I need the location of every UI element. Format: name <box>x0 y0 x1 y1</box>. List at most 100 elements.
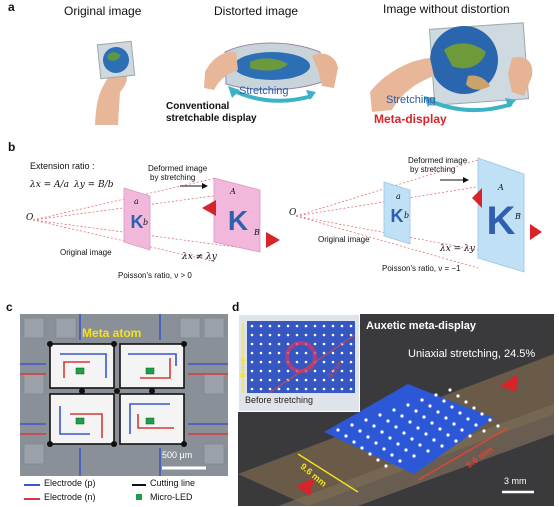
hand-2-right <box>312 53 338 88</box>
inset-led-dot <box>259 351 263 355</box>
inset-led-dot <box>340 387 344 391</box>
inset-led-dot <box>286 324 290 328</box>
poisson-left: Poisson's ratio, ν > 0 <box>118 271 192 280</box>
legend-c: Electrode (p) Electrode (n) Cutting line… <box>20 478 230 506</box>
meta-atom-micrograph: Meta atom 500 μm <box>20 314 228 476</box>
inset-led-dot <box>268 333 272 337</box>
stretch-arrow-2 <box>427 98 513 113</box>
deformed-label-2a: Deformed image <box>408 156 468 165</box>
red-arrow-right <box>530 224 542 240</box>
scale-bar-d-label: 3 mm <box>504 476 527 486</box>
stretching-label-2: Stretching <box>386 94 436 106</box>
inset-led-dot <box>349 387 353 391</box>
led-dot <box>452 422 456 426</box>
led-dot <box>424 432 428 436</box>
led-dot <box>442 399 446 403</box>
led-dot <box>434 393 438 397</box>
hand-1 <box>95 70 127 125</box>
auxetic-display-photo: Before stretching 8 mm 8 mm Auxetic meta… <box>238 314 554 506</box>
led-dot <box>400 414 404 418</box>
led-dot <box>378 413 382 417</box>
poisson-right: Poisson's ratio, ν = −1 <box>382 264 461 273</box>
inset-led-dot <box>259 342 263 346</box>
dim-b-left: b <box>143 218 149 227</box>
led-dot <box>384 464 388 468</box>
stretching-label-1: Stretching <box>239 85 289 97</box>
panel-b: b Extension ratio : λx = A/a λy = B/b De… <box>0 140 559 300</box>
led-dot <box>366 435 370 439</box>
led-dot <box>474 423 478 427</box>
meta-display-label: Meta-display <box>374 112 447 126</box>
inset-led-dot <box>268 360 272 364</box>
inset-led-dot <box>349 342 353 346</box>
led-dot <box>358 429 362 433</box>
inset-led-dot <box>304 333 308 337</box>
legend-micro-led: Micro-LED <box>150 492 193 502</box>
inset-led-dot <box>295 378 299 382</box>
deformed-label-1a: Deformed image <box>148 164 208 173</box>
led-dot <box>404 448 408 452</box>
origin-left: O <box>26 213 34 223</box>
inset-led-dot <box>259 324 263 328</box>
led-dot <box>382 447 386 451</box>
dim-B-right: B <box>515 212 521 221</box>
led-dot <box>402 431 406 435</box>
inset-led-dot <box>304 324 308 328</box>
panel-label-c: c <box>6 300 13 314</box>
legend-cutting-line: Cutting line <box>150 478 196 488</box>
inset-led-dot <box>268 324 272 328</box>
before-stretching-inset: Before stretching 8 mm 8 mm <box>238 314 360 412</box>
lambda-neq: λx ≠ λy <box>182 252 217 262</box>
inset-led-dot <box>349 324 353 328</box>
inset-led-dot <box>313 378 317 382</box>
conventional-label-1: Conventional <box>166 101 230 112</box>
led-dot <box>418 443 422 447</box>
inset-led-dot <box>322 324 326 328</box>
legend-electrode-n: Electrode (n) <box>44 492 96 502</box>
scale-bar-c-label: 500 μm <box>162 450 193 460</box>
led-dot <box>446 433 450 437</box>
panel-label-b: b <box>8 140 16 154</box>
inset-led-dot <box>295 387 299 391</box>
dim-A-left: A <box>230 187 236 196</box>
inset-led-dot <box>313 324 317 328</box>
deformed-label-1b: by stretching <box>150 173 196 182</box>
red-arrow-left-2 <box>266 232 280 248</box>
panel-label-a: a <box>8 0 15 14</box>
inset-led-dot <box>331 369 335 373</box>
led-dot <box>350 423 354 427</box>
panel-d: d Befor <box>232 300 559 507</box>
inset-led-dot <box>295 360 299 364</box>
led-dot-grid <box>336 388 500 468</box>
legend-swatch-p <box>24 484 40 486</box>
inset-led-dot <box>277 333 281 337</box>
led-dot <box>380 430 384 434</box>
led-dot <box>352 440 356 444</box>
k-small-left: K <box>131 212 144 232</box>
inset-dim-width: 8 mm <box>238 357 248 378</box>
inset-led-dot <box>277 369 281 373</box>
led-dot <box>390 453 394 457</box>
led-dot <box>432 438 436 442</box>
inset-led-dot <box>340 378 344 382</box>
led-dot <box>438 427 442 431</box>
small-display <box>96 40 136 80</box>
deformed-pink-panel <box>213 177 261 253</box>
inset-led-dot <box>286 342 290 346</box>
led-dot <box>360 446 364 450</box>
inset-led-dot <box>322 342 326 346</box>
meta-atom-circuit <box>20 314 228 476</box>
original-blue-panel <box>383 181 411 245</box>
led-dot <box>466 417 470 421</box>
led-dot <box>364 418 368 422</box>
inset-led-dot <box>313 387 317 391</box>
k-small-right: K <box>391 206 404 226</box>
led-dot <box>488 418 492 422</box>
panel-b-illustration: K K K K <box>32 157 542 273</box>
inset-led-dot <box>268 378 272 382</box>
stretch-arrow-down <box>296 478 314 496</box>
led-dot <box>374 441 378 445</box>
inset-led-array <box>242 321 356 394</box>
led-dot <box>422 415 426 419</box>
inset-led-dot <box>340 351 344 355</box>
